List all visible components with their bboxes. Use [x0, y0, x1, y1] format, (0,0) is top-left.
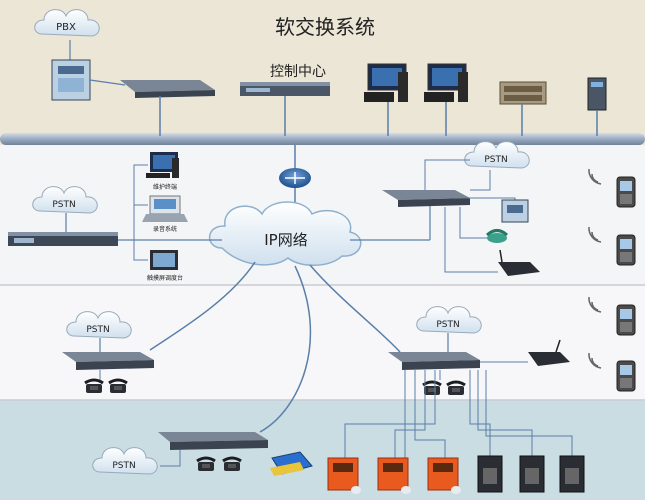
touchscreen-console-icon [150, 250, 178, 270]
svg-text:PSTN: PSTN [86, 325, 109, 335]
backbone-bus [0, 133, 645, 145]
monitor-icon-1 [364, 63, 408, 102]
wall-phone-icon-2 [519, 455, 545, 493]
pbx-server-icon [51, 59, 91, 101]
control-band [0, 0, 645, 145]
tower-server-icon [587, 77, 607, 111]
svg-text:PSTN: PSTN [484, 155, 507, 165]
softswitch-server-icon [240, 82, 330, 96]
terminal-band [0, 400, 645, 500]
wall-phone-icon-3 [559, 455, 585, 493]
pstn-cloud-terminal: PSTN [92, 447, 158, 475]
industrial-phone-icon-1 [327, 457, 361, 494]
ip-network-cloud: IP网络 [208, 201, 362, 266]
router-icon [279, 168, 311, 188]
industrial-phone-icon-2 [377, 457, 411, 494]
pstn-cloud-access-right: PSTN [416, 306, 482, 334]
patch-panel-icon [499, 81, 547, 105]
ip-phone-box-icon [501, 199, 529, 223]
svg-text:PSTN: PSTN [52, 200, 75, 210]
ip-network-label: IP网络 [264, 231, 307, 249]
touchscreen-console-label: 触摸屏调度台 [147, 274, 183, 282]
access-gateway-icon-mid [388, 352, 480, 370]
maintenance-terminal-icon [146, 152, 179, 178]
pstn-cloud-access-left: PSTN [66, 311, 132, 339]
monitor-icon-2 [424, 63, 468, 102]
recording-system-label: 录音系统 [153, 225, 177, 233]
recording-system-icon [142, 195, 188, 222]
laptop-icon [270, 451, 313, 476]
access-band [0, 285, 645, 400]
access-gateway-icon-right [382, 190, 470, 207]
access-gateway-icon-left [62, 352, 154, 370]
svg-text:PSTN: PSTN [112, 461, 135, 471]
pstn-cloud-left: PSTN [32, 186, 98, 214]
pstn-cloud-right-top: PSTN [464, 141, 530, 169]
pbx-label: PBX [56, 22, 76, 33]
gateway-unit-icon [120, 80, 215, 98]
pbx-cloud: PBX [34, 9, 100, 37]
industrial-phone-icon-3 [427, 457, 461, 494]
svg-text:PSTN: PSTN [436, 320, 459, 330]
maintenance-terminal-label: 维护终端 [153, 183, 177, 191]
wireless-ap-icon-top [498, 249, 540, 276]
wireless-ap-icon-bottom [528, 339, 570, 366]
page-title: 软交换系统 [275, 15, 375, 39]
terminal-gateway-icon [158, 432, 268, 450]
ip-phone-green-icon [485, 229, 509, 243]
wall-phone-icon-1 [477, 455, 503, 493]
control-center-label: 控制中心 [270, 64, 326, 80]
dispatch-server-icon [8, 232, 118, 246]
